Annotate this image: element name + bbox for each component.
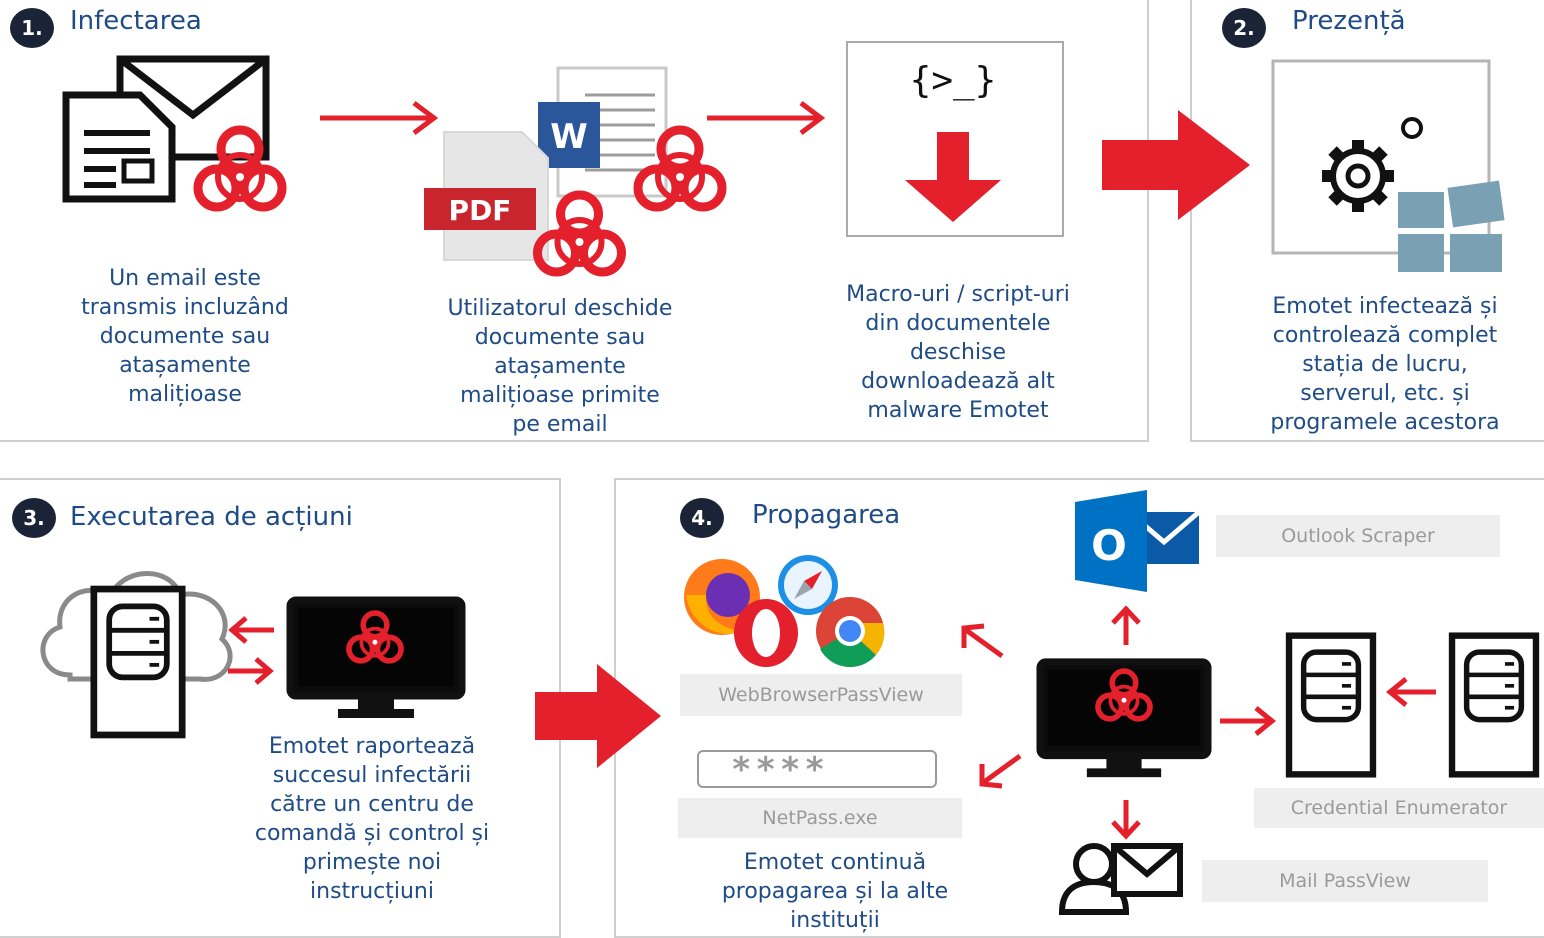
biohazard-icon — [185, 125, 295, 225]
opera-icon — [734, 599, 798, 667]
credential-enumerator-label: Credential Enumerator — [1254, 788, 1544, 828]
arrow-up-icon — [1111, 605, 1141, 645]
step-4-title: Propagarea — [752, 500, 901, 530]
biohazard-icon — [522, 190, 637, 290]
word-icon-label: W — [550, 117, 588, 157]
step-2-title: Prezență — [1292, 6, 1406, 36]
arrow-up-left-icon — [961, 623, 1004, 659]
step-1-badge: 1. — [10, 8, 54, 48]
outlook-icon: O — [1075, 490, 1201, 592]
server-icon — [1283, 632, 1379, 778]
password-mask: **** — [731, 750, 829, 790]
big-arrow-icon — [535, 664, 661, 768]
password-field: **** — [697, 750, 937, 790]
netpass-label: NetPass.exe — [678, 798, 962, 838]
step-1-open-description: Utilizatorul deschide documente sau ataș… — [447, 296, 673, 437]
email-document-icon — [62, 55, 270, 203]
outlook-letter: O — [1091, 521, 1127, 570]
webbrowserpassview-label: WebBrowserPassView — [680, 674, 962, 716]
biohazard-icon — [338, 610, 412, 672]
step-4-description: Emotet continuă propagarea și la alte in… — [721, 850, 949, 933]
user-mail-icon — [1058, 843, 1183, 915]
panel-infection — [0, 0, 1149, 442]
biohazard-icon — [1088, 668, 1160, 730]
step-1-title: Infectarea — [70, 6, 202, 36]
mail-passview-label: Mail PassView — [1202, 860, 1488, 902]
step-3-title: Executarea de acțiuni — [70, 502, 353, 532]
arrow-down-icon — [1111, 800, 1141, 840]
arrow-right-icon — [707, 101, 826, 135]
script-icon: {>_} — [846, 41, 1064, 237]
step-1-email-description: Un email este transmis incluzând documen… — [81, 266, 289, 407]
server-icon — [90, 585, 186, 739]
windows-icon — [1398, 180, 1505, 272]
arrow-down-left-icon — [979, 753, 1022, 789]
arrow-left-icon — [228, 616, 274, 644]
arrow-left-icon — [1386, 677, 1436, 707]
script-label: {>_} — [910, 60, 997, 101]
pdf-icon: PDF — [424, 131, 549, 261]
step-2-description: Emotet infectează și controlează complet… — [1270, 294, 1500, 435]
step-3-badge: 3. — [12, 498, 56, 538]
browsers-icon — [684, 555, 885, 668]
big-arrow-icon — [1102, 110, 1250, 220]
step-4-badge: 4. — [680, 498, 724, 538]
chrome-icon — [816, 597, 885, 668]
arrow-right-icon — [320, 101, 439, 135]
download-arrow-icon — [905, 132, 1001, 222]
word-icon: W — [538, 102, 600, 168]
step-1-macro-description: Macro-uri / script-uri din documentele d… — [846, 282, 1070, 423]
arrow-right-icon — [228, 657, 274, 685]
server-icon — [1446, 632, 1542, 778]
step-2-badge: 2. — [1222, 8, 1266, 48]
system-control-icon — [1271, 59, 1505, 272]
arrow-right-icon — [1220, 706, 1276, 736]
gear-icon — [1322, 140, 1394, 212]
biohazard-icon — [625, 125, 735, 225]
pdf-label: PDF — [449, 194, 512, 227]
document-icon — [62, 91, 176, 203]
safari-icon — [778, 555, 838, 615]
step-3-description: Emotet raportează succesul infectării că… — [254, 734, 490, 904]
panel-presence — [1190, 0, 1544, 442]
outlook-scraper-label: Outlook Scraper — [1216, 515, 1500, 557]
